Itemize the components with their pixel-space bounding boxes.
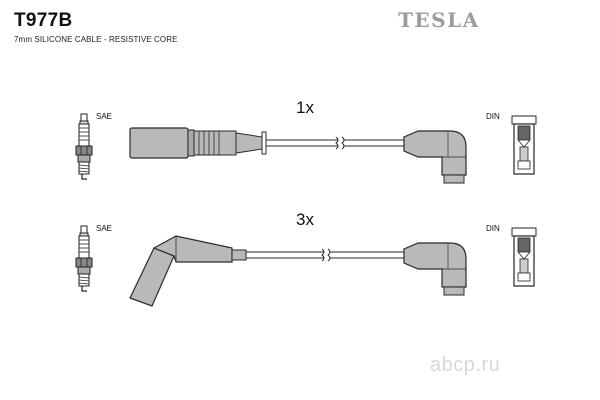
- cable-2-angle-boot-icon: [403, 242, 467, 296]
- cable-2-left-label: SAE: [96, 224, 113, 233]
- cable-2-spark-plug-icon: [75, 225, 93, 292]
- cable-1-angle-boot-icon: [403, 130, 467, 184]
- cable-2-wire: [246, 248, 404, 262]
- cable-1-wire: [266, 136, 404, 150]
- cable-1-quantity: 1x: [296, 98, 314, 117]
- cable-1-right-label: DIN: [486, 112, 500, 121]
- cable-1-spark-plug-icon: [75, 113, 93, 180]
- cable-2-right-label: DIN: [486, 224, 500, 233]
- cable-1-din-terminal-icon: [511, 115, 537, 175]
- cable-2-bent-boot: [129, 235, 247, 307]
- brand-logo: TESLA: [398, 8, 480, 32]
- cable-1-straight-boot: [129, 127, 267, 159]
- cable-2-quantity: 3x: [296, 210, 314, 229]
- cable-2-din-terminal-icon: [511, 227, 537, 287]
- cable-spec-subtitle: 7mm SILICONE CABLE - RESISTIVE CORE: [14, 35, 178, 44]
- watermark: abcp.ru: [430, 354, 501, 376]
- part-number-title: T977B: [14, 10, 73, 31]
- cable-1-left-label: SAE: [96, 112, 113, 121]
